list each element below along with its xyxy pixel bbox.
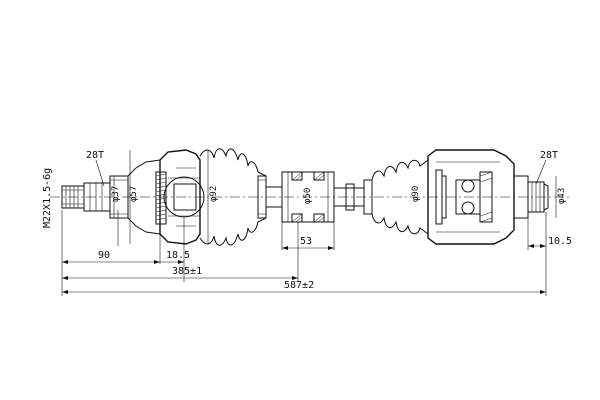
- dia-90-label: φ90: [411, 186, 421, 202]
- right-stub: [513, 175, 549, 219]
- dim-10-5: 10.5: [528, 236, 572, 248]
- inner-cv-joint: [427, 149, 515, 245]
- inner-boot: [363, 159, 429, 235]
- dia-43-label: φ43: [557, 188, 567, 204]
- dim-53-label: 53: [300, 236, 312, 247]
- dim-385-label: 385±1: [172, 266, 202, 277]
- spline-left-callout: 28T: [86, 150, 105, 187]
- dia-37-label: φ37: [111, 186, 121, 202]
- dia-50-label: φ50: [303, 188, 313, 204]
- spline-left-label: 28T: [86, 150, 104, 161]
- dia-92-label: φ92: [209, 186, 219, 202]
- outer-cv-joint: [159, 149, 205, 245]
- dim-10-5-label: 10.5: [548, 236, 572, 247]
- spline-right-label: 28T: [540, 150, 558, 161]
- outer-boot: [199, 148, 267, 246]
- shaft-right: [334, 183, 364, 211]
- shaft-left: [266, 186, 282, 208]
- dim-53: 53: [282, 236, 334, 250]
- dim-90-label: 90: [98, 250, 110, 261]
- thread-spec-label: M22X1.5-6g: [42, 168, 53, 228]
- dim-18-5: 18.5: [160, 250, 190, 264]
- dim-587-label: 587±2: [284, 280, 314, 291]
- dim-90: 90: [62, 250, 160, 264]
- dim-18-5-label: 18.5: [166, 250, 190, 261]
- threaded-stub: [61, 159, 161, 235]
- spline-right-callout: 28T: [535, 150, 558, 185]
- damper: [281, 171, 335, 223]
- dia-57-label: φ57: [129, 186, 139, 202]
- dim-587: 587±2: [62, 280, 546, 294]
- dim-385: 385±1: [62, 222, 299, 282]
